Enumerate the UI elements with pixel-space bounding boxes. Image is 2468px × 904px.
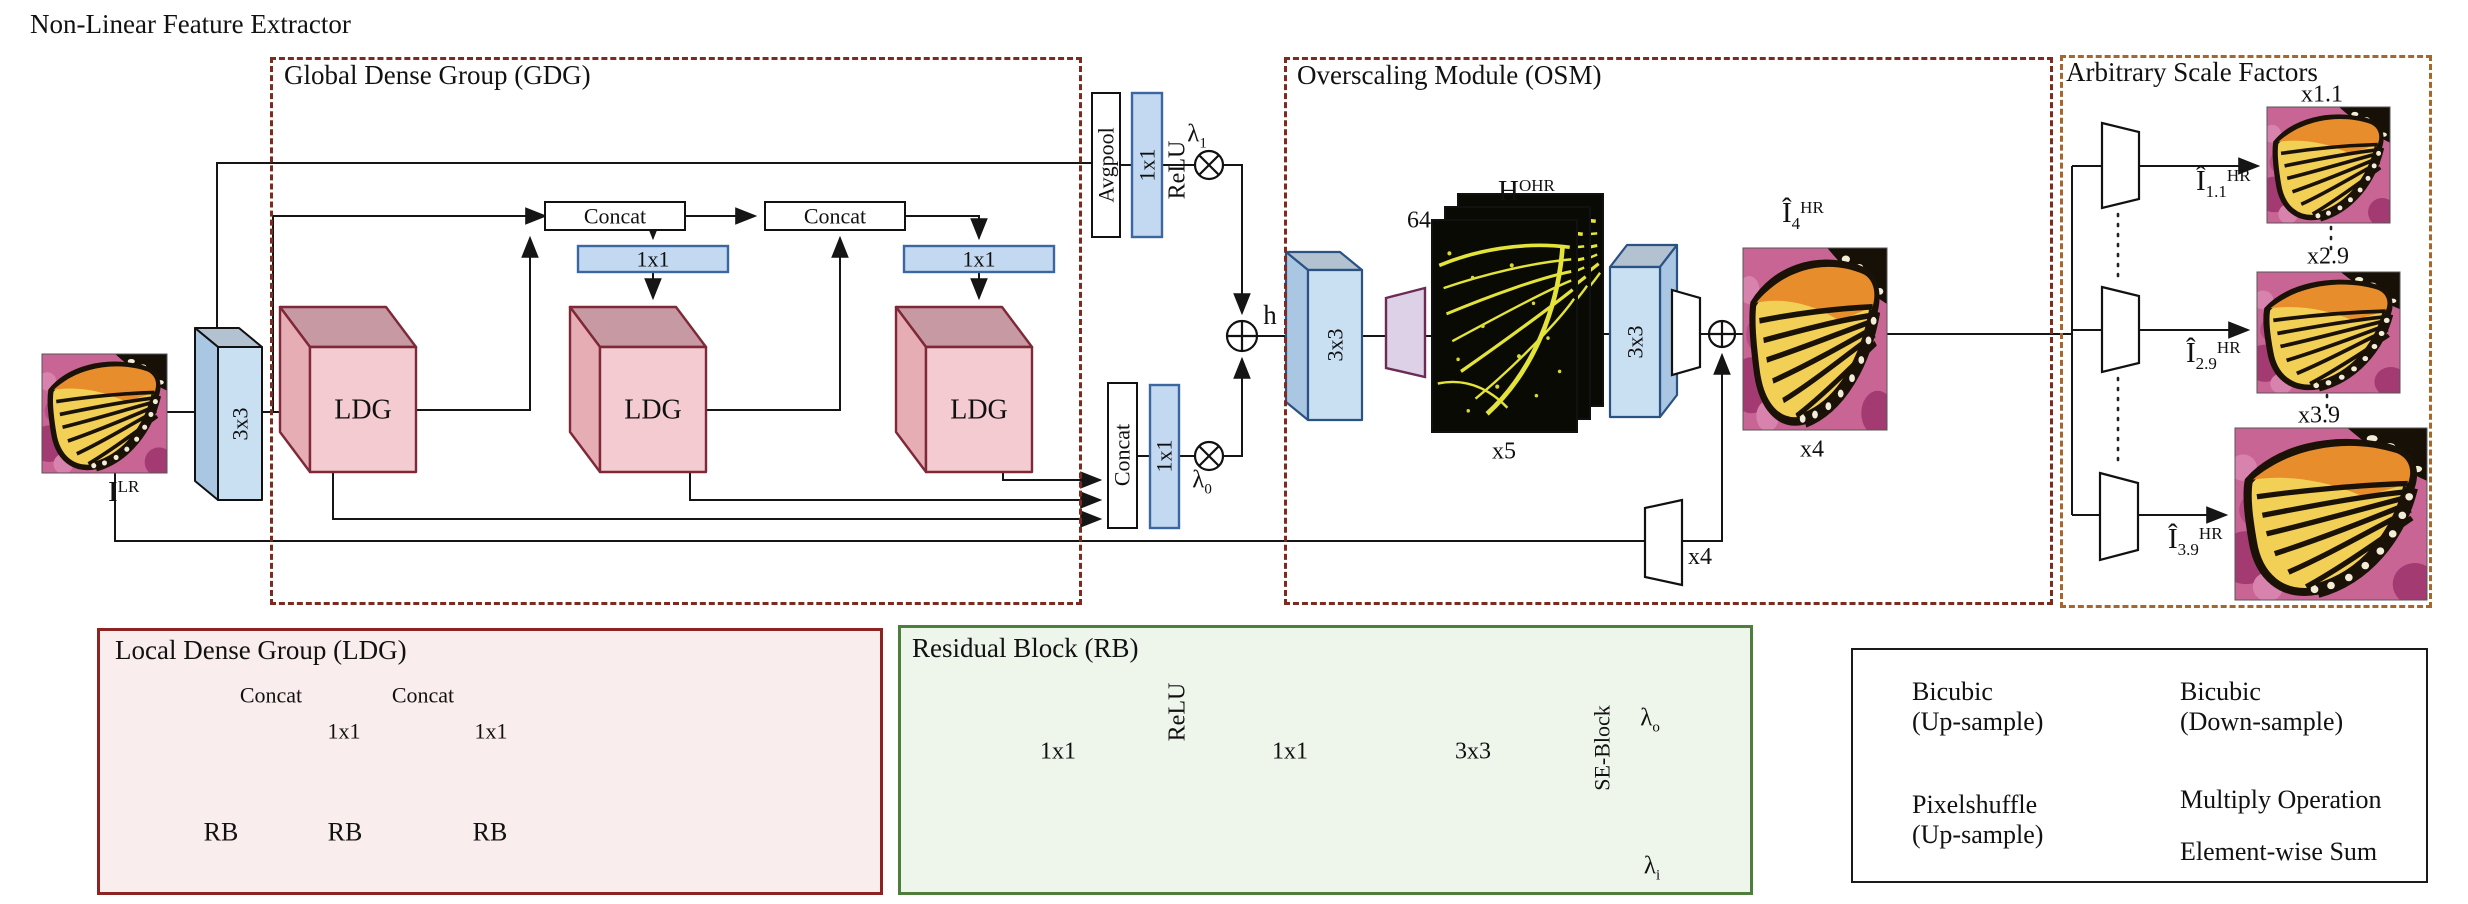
- ldg-cube-2: [568, 305, 708, 474]
- x5-label: x5: [1492, 438, 1516, 465]
- gdg-box: [270, 57, 1082, 605]
- legend-sum-label: Element-wise Sum: [2180, 837, 2378, 866]
- asf-title: Arbitrary Scale Factors: [2066, 57, 2318, 87]
- osm-box: [1284, 57, 2053, 605]
- conv1x1-top-label: 1x1: [1134, 148, 1160, 182]
- rb-conv1x1-2-label: 1x1: [1272, 738, 1308, 765]
- ldg-conv1x1-1-label: 1x1: [327, 718, 361, 744]
- x1_1-scale-label: x1.1: [2301, 81, 2343, 108]
- overscaled-feature-stack: [1431, 193, 1604, 433]
- asf-box: [2060, 55, 2432, 608]
- osm-conv3x3-1-label: 3x3: [1322, 328, 1348, 362]
- ldg-cube-3-label: LDG: [950, 394, 1008, 426]
- legend-pixelshuffle-line2: (Up-sample): [1912, 820, 2044, 849]
- ldg-cube-2-label: LDG: [624, 394, 682, 426]
- output-x4-scale-label: x4: [1800, 436, 1824, 463]
- bicubic-upsample-trapezoid-x4: [1643, 498, 1684, 587]
- asf-downsample-trapezoid-3: [2098, 471, 2140, 562]
- ldg-concat-2-label: Concat: [391, 682, 455, 708]
- lambda1-label: λ1: [1187, 120, 1207, 152]
- lambda-o-label: λo: [1640, 704, 1660, 736]
- avgpool-block: [1091, 92, 1121, 238]
- osm-conv3x3-2: [1608, 243, 1679, 419]
- rb-detail-title: Residual Block (RB): [912, 633, 1139, 663]
- se-block-label: SE-Block: [1589, 705, 1615, 791]
- ldg-cube-3: [894, 305, 1034, 474]
- output-x4-image: [1742, 247, 1888, 431]
- legend-bicubic-down-line2: (Down-sample): [2180, 707, 2344, 736]
- rb-conv1x1-1-label: 1x1: [1040, 738, 1076, 765]
- rb-conv3x3-label: 3x3: [1455, 738, 1491, 765]
- gdg-concat-1-label: Concat: [583, 203, 647, 229]
- asf-dotted-separators: [2116, 212, 2333, 464]
- output-x1_1-image: [2266, 106, 2391, 224]
- rb-cube-1-label: RB: [203, 817, 239, 847]
- gdg-conv1x1-a: [576, 244, 730, 274]
- ldg-detail-panel: [97, 628, 883, 895]
- attention-wires: [1120, 164, 1308, 457]
- figure-title: Non-Linear Feature Extractor: [30, 9, 351, 39]
- gdg-concat-2: [764, 201, 906, 231]
- lambda-i-label: λi: [1643, 852, 1661, 884]
- ldg-cube-1-label: LDG: [334, 394, 392, 426]
- asf-downsample-trapezoid-2: [2100, 285, 2141, 374]
- osm-conv3x3-1: [1284, 250, 1364, 422]
- input-lr-image: [41, 353, 168, 474]
- sum-icon-h: [1225, 319, 1259, 353]
- output-x1_1-label: Î1.1HR: [2196, 165, 2251, 201]
- input-conv3x3-label: 3x3: [227, 407, 253, 441]
- conv1x1-bottom-label: 1x1: [1151, 439, 1177, 473]
- legend-bicubic-up-line1: Bicubic: [1912, 677, 1993, 706]
- gdg-title: Global Dense Group (GDG): [284, 60, 591, 90]
- output-x3_9-label: Î3.9HR: [2168, 523, 2223, 559]
- rb-cube-2-label: RB: [327, 817, 363, 847]
- ldg-detail-title: Local Dense Group (LDG): [115, 635, 407, 665]
- gdg-conv1x1-b-label: 1x1: [962, 246, 996, 272]
- multiply-icon-lambda1: [1193, 149, 1225, 181]
- asf-downsample-trapezoid-1: [2100, 121, 2141, 210]
- rb-relu-label: ReLU: [1164, 682, 1191, 742]
- x3_9-scale-label: x3.9: [2298, 402, 2340, 429]
- conv1x1-attention-top: [1130, 91, 1164, 239]
- output-x4-label: Î4HR: [1782, 197, 1824, 233]
- asf-wires: [2071, 157, 2261, 524]
- osm-title: Overscaling Module (OSM): [1297, 60, 1602, 90]
- concat-vertical-label: Concat: [1109, 423, 1135, 487]
- conv1x1-attention-bottom: [1148, 383, 1181, 530]
- hidden-ohr-label: HOHR: [1498, 175, 1555, 207]
- legend-panel: [1851, 648, 2428, 883]
- legend-multiply-label: Multiply Operation: [2180, 785, 2382, 814]
- output-x3_9-image: [2234, 427, 2428, 601]
- ldg-cube-1: [278, 305, 418, 474]
- output-x2_9-image: [2256, 271, 2401, 394]
- bicubic-downsample-trapezoid-osm: [1670, 288, 1702, 377]
- input-lr-label: ILR: [108, 476, 140, 508]
- concat-vertical-block: [1107, 382, 1138, 529]
- gdg-conv1x1-b: [902, 244, 1056, 274]
- osm-conv3x3-2-label: 3x3: [1622, 325, 1648, 359]
- legend-bicubic-up-line2: (Up-sample): [1912, 707, 2044, 736]
- lambda0-label: λ0: [1192, 466, 1212, 498]
- legend-bicubic-down-line1: Bicubic: [2180, 677, 2261, 706]
- x4-upsample-label: x4: [1688, 544, 1712, 570]
- legend-pixelshuffle-line1: Pixelshuffle: [1912, 790, 2038, 819]
- rb-cube-3-label: RB: [472, 817, 508, 847]
- channels-64-label: 64: [1407, 207, 1431, 234]
- avgpool-label: Avgpool: [1093, 127, 1119, 203]
- rb-detail-panel: [898, 625, 1753, 895]
- sum-icon-osm: [1707, 319, 1737, 349]
- x2_9-scale-label: x2.9: [2307, 243, 2349, 270]
- gdg-concat-1: [544, 201, 686, 231]
- h-label: h: [1263, 299, 1277, 330]
- gdg-wires: [114, 162, 1645, 542]
- gdg-concat-2-label: Concat: [803, 203, 867, 229]
- gdg-conv1x1-a-label: 1x1: [636, 246, 670, 272]
- output-x2_9-label: Î2.9HR: [2186, 337, 2241, 373]
- ldg-conv1x1-2-label: 1x1: [474, 718, 508, 744]
- input-conv3x3-block: [194, 327, 263, 501]
- pixelshuffle-trapezoid: [1384, 286, 1427, 379]
- ldg-concat-1-label: Concat: [239, 682, 303, 708]
- multiply-icon-lambda0: [1193, 440, 1225, 472]
